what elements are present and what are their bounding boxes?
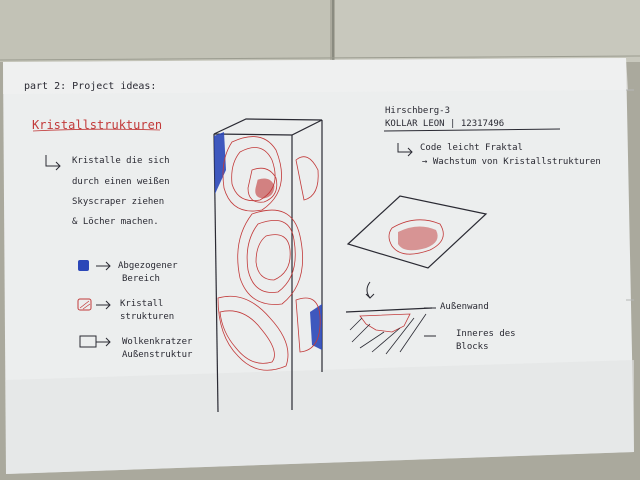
- label-outer-wall: Außenwand: [440, 302, 489, 312]
- idea-line-3: Skyscraper ziehen: [72, 197, 165, 207]
- title: Kristallstrukturen: [32, 118, 163, 132]
- legend-1-label-2: Bereich: [122, 274, 160, 284]
- label-inner-1: Inneres des: [456, 329, 516, 339]
- legend-3-label: Wolkenkratzer: [122, 337, 193, 347]
- legend-2-label-2: strukturen: [120, 312, 175, 322]
- note-2: → Wachstum von Kristallstrukturen: [422, 157, 601, 167]
- wall-panel-right: [335, 0, 640, 62]
- cross-section-sketch: [345, 307, 433, 355]
- author-line-1: Hirschberg-3: [385, 106, 451, 116]
- legend-swatch-red: [77, 298, 92, 311]
- legend-2-label: Kristall: [120, 299, 164, 309]
- legend-1-label: Abgezogener: [118, 261, 178, 271]
- wall-panel-left: [0, 0, 330, 62]
- legend-swatch-outline: [79, 335, 97, 348]
- title-underline: [32, 128, 161, 132]
- note-1: Code leicht Fraktal: [420, 143, 523, 153]
- legend-swatch-blue: [78, 260, 89, 271]
- legend-3-label-2: Außenstruktur: [122, 350, 193, 360]
- label-inner-2: Blocks: [456, 342, 489, 352]
- crystal-slab-sketch: [346, 195, 488, 269]
- idea-line-1: Kristalle die sich: [72, 156, 170, 166]
- skyscraper-sketch: [213, 118, 323, 413]
- idea-line-4: & Löcher machen.: [72, 217, 159, 227]
- idea-line-2: durch einen weißen: [72, 177, 170, 187]
- author-line-2: KOLLAR LEON | 12317496: [385, 119, 505, 129]
- heading: part 2: Project ideas:: [24, 81, 157, 92]
